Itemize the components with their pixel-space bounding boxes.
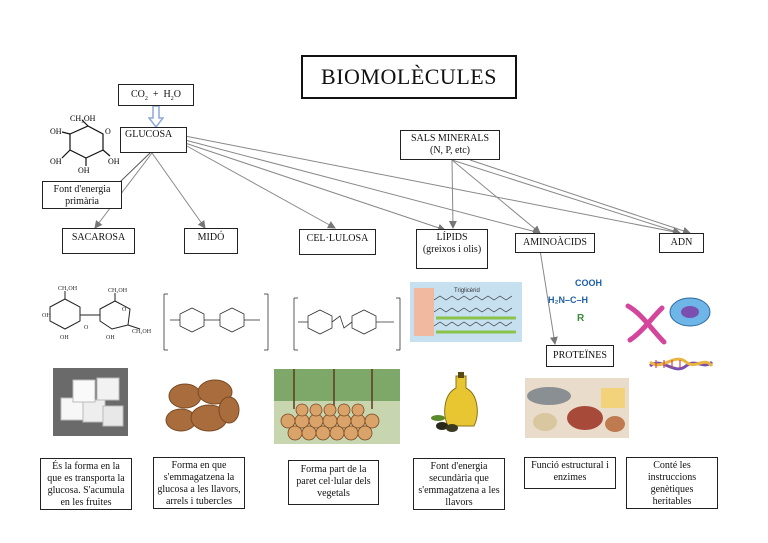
- glucose-oh-4: OH: [50, 127, 62, 136]
- svg-text:OH: OH: [42, 313, 51, 319]
- node-proteines: PROTEÏNES: [546, 345, 614, 367]
- arrow-glucosa-mido: [151, 152, 206, 229]
- node-lipids: LÍPIDS (greixos i olis): [416, 229, 488, 269]
- glucose-o-label: O: [105, 127, 111, 136]
- desc-adn: Conté les instruccions genètiques herita…: [626, 457, 718, 509]
- amino-cooh: COOH: [575, 278, 602, 288]
- triglyceride-structure-icon: Triglicèrid: [410, 282, 522, 342]
- desc-mido: Forma en que s'emmagatzena la glucosa a …: [153, 457, 245, 509]
- glucose-ch2oh-label: CH₂OH: [70, 114, 96, 123]
- sugar-cubes-image: [53, 368, 128, 436]
- svg-text:O: O: [84, 325, 89, 331]
- olive-oil-image: [428, 370, 498, 435]
- triglyceride-label: Triglicèrid: [454, 288, 480, 294]
- glucose-structure-icon: CH₂OH O OH OH OH OH: [50, 114, 120, 174]
- protein-foods-image: [525, 378, 629, 438]
- arrow-glucosa-sacarosa: [94, 152, 153, 229]
- sals-minerals-title: SALS MINERALS: [410, 133, 490, 144]
- arrow-aminoacids-proteines: [539, 249, 558, 345]
- svg-text:OH: OH: [106, 335, 115, 341]
- lipids-title: LÍPIDS: [436, 232, 468, 243]
- node-cellulosa: CEL·LULOSA: [299, 229, 376, 255]
- down-arrow-icon: [148, 106, 164, 128]
- desc-sacarosa: És la forma en la que es transporta la g…: [40, 458, 132, 510]
- node-mido: MIDÓ: [184, 228, 238, 254]
- glucose-oh-2: OH: [78, 166, 90, 174]
- svg-text:CH₂OH: CH₂OH: [132, 329, 152, 335]
- desc-cellulosa: Forma part de la paret cel·lular dels ve…: [288, 460, 379, 505]
- node-sacarosa: SACAROSA: [62, 228, 135, 254]
- arrow-sals-adn: [451, 159, 681, 235]
- page-title: BIOMOLÈCULES: [301, 55, 517, 99]
- node-font-energia: Font d'energia primària: [42, 181, 122, 209]
- o-text: O: [173, 89, 181, 100]
- svg-text:CH₂OH: CH₂OH: [108, 288, 128, 294]
- co-subscript: 2: [144, 96, 148, 102]
- starch-structure-icon: [163, 293, 269, 351]
- node-aminoacids: AMINOÀCIDS: [515, 233, 595, 253]
- lipids-sub: (greixos i olis): [422, 244, 482, 255]
- svg-text:CH₂OH: CH₂OH: [58, 286, 78, 292]
- arrow-glucosa-cellulosa: [184, 144, 336, 229]
- arrow-glucosa-adn: [184, 135, 681, 236]
- cellulose-structure-icon: [293, 297, 401, 351]
- node-adn: ADN: [659, 233, 704, 253]
- potatoes-image: [163, 374, 241, 438]
- glucose-oh-3: OH: [108, 157, 120, 166]
- arrow-sals-adn-2: [469, 159, 691, 235]
- h-text: H: [163, 89, 171, 100]
- sacarose-structure-icon: CH₂OH CH₂OH OH OH O CH₂OH OH O: [42, 286, 152, 341]
- amino-r: R: [577, 313, 585, 324]
- node-sals-minerals: SALS MINERALS (N, P, etc): [400, 130, 500, 160]
- arrow-glucosa-aminoacids: [184, 139, 541, 236]
- arrow-glucosa-lipids: [184, 142, 446, 232]
- glucose-oh-1: OH: [50, 157, 62, 166]
- plus-text: +: [152, 89, 159, 100]
- sals-minerals-sub: (N, P, etc): [430, 145, 470, 156]
- svg-text:O: O: [122, 307, 127, 313]
- dna-chromosome-icon: [625, 297, 714, 371]
- node-glucosa: GLUCOSA: [120, 127, 187, 153]
- formula-box: CO2 + H2O: [118, 84, 194, 106]
- desc-proteines: Funció estructural i enzimes: [524, 457, 616, 489]
- h-subscript: 2: [170, 96, 174, 102]
- wood-logs-image: [274, 369, 400, 444]
- svg-text:OH: OH: [60, 335, 69, 341]
- desc-lipids: Font d'energia secundària que s'emmagatz…: [413, 458, 505, 510]
- amino-h2n: H₂N–C–H: [548, 295, 589, 305]
- co-text: CO: [130, 89, 145, 100]
- arrow-sals-aminoacids: [451, 159, 541, 234]
- arrow-sals-lipids: [448, 159, 457, 229]
